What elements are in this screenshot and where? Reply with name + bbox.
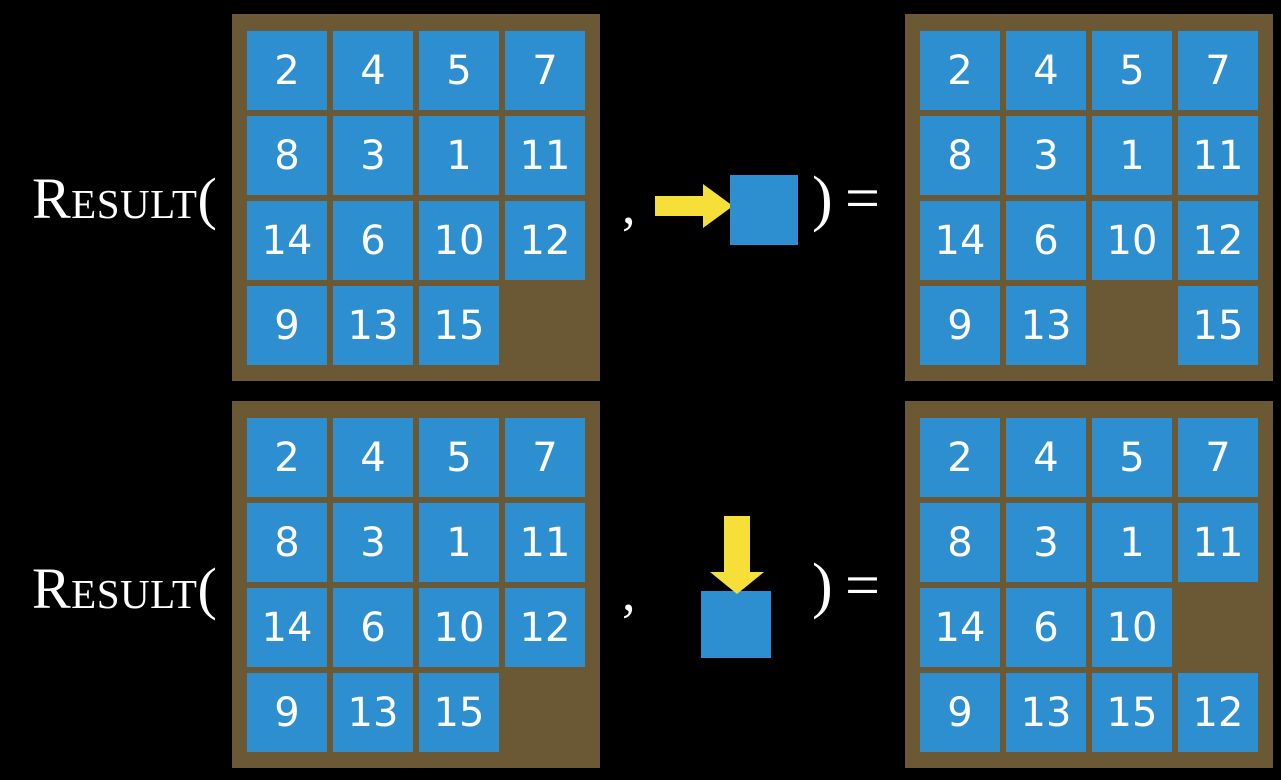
blank-tile[interactable] bbox=[505, 673, 585, 752]
tile[interactable]: 12 bbox=[505, 588, 585, 667]
tile[interactable]: 5 bbox=[419, 31, 499, 110]
tile[interactable]: 8 bbox=[920, 116, 1000, 195]
equals-row1: = bbox=[845, 165, 880, 233]
tile[interactable]: 3 bbox=[333, 503, 413, 582]
input-board-row1-grid: 2 4 5 7 8 3 1 11 14 6 10 12 9 13 15 bbox=[247, 31, 585, 365]
tile[interactable]: 1 bbox=[419, 116, 499, 195]
tile[interactable]: 11 bbox=[505, 116, 585, 195]
comma-row2: , bbox=[622, 562, 636, 622]
tile[interactable]: 9 bbox=[920, 286, 1000, 365]
result-label-row2-text: Result( bbox=[32, 556, 218, 621]
output-board-row2: 2 4 5 7 8 3 1 11 14 6 10 9 13 15 12 bbox=[905, 401, 1273, 768]
tile[interactable]: 3 bbox=[1006, 116, 1086, 195]
tile[interactable]: 4 bbox=[333, 418, 413, 497]
tile[interactable]: 4 bbox=[1006, 418, 1086, 497]
equals-row2: = bbox=[845, 552, 880, 620]
tile[interactable]: 6 bbox=[333, 201, 413, 280]
tile[interactable]: 4 bbox=[333, 31, 413, 110]
blank-tile[interactable] bbox=[505, 286, 585, 365]
tile[interactable]: 13 bbox=[1006, 286, 1086, 365]
tile[interactable]: 8 bbox=[247, 503, 327, 582]
tile[interactable]: 13 bbox=[333, 286, 413, 365]
tile[interactable]: 1 bbox=[1092, 116, 1172, 195]
tile[interactable]: 7 bbox=[1178, 418, 1258, 497]
close-paren-row1: ) bbox=[812, 165, 833, 233]
input-board-row2-grid: 2 4 5 7 8 3 1 11 14 6 10 12 9 13 15 bbox=[247, 418, 585, 752]
result-label-row1: Result( bbox=[32, 170, 217, 228]
tile[interactable]: 2 bbox=[247, 418, 327, 497]
tile[interactable]: 7 bbox=[505, 31, 585, 110]
result-label-row2: Result( bbox=[32, 560, 217, 618]
tile[interactable]: 11 bbox=[505, 503, 585, 582]
tile[interactable]: 14 bbox=[247, 588, 327, 667]
tile[interactable]: 11 bbox=[1178, 503, 1258, 582]
result-label-row1-text: Result( bbox=[32, 166, 218, 231]
tile[interactable]: 10 bbox=[419, 201, 499, 280]
tile[interactable]: 5 bbox=[419, 418, 499, 497]
tile[interactable]: 3 bbox=[333, 116, 413, 195]
tile[interactable]: 2 bbox=[920, 31, 1000, 110]
close-paren-row2: ) bbox=[812, 552, 833, 620]
tile[interactable]: 15 bbox=[1178, 286, 1258, 365]
comma-row1: , bbox=[622, 175, 636, 235]
tile[interactable]: 6 bbox=[1006, 201, 1086, 280]
tile[interactable]: 7 bbox=[1178, 31, 1258, 110]
tile[interactable]: 10 bbox=[419, 588, 499, 667]
tile[interactable]: 9 bbox=[920, 673, 1000, 752]
tile[interactable]: 8 bbox=[920, 503, 1000, 582]
arrow-right-icon bbox=[655, 182, 735, 230]
tile[interactable]: 9 bbox=[247, 673, 327, 752]
tile[interactable]: 10 bbox=[1092, 588, 1172, 667]
tile[interactable]: 3 bbox=[1006, 503, 1086, 582]
tile[interactable]: 2 bbox=[920, 418, 1000, 497]
tile[interactable]: 14 bbox=[920, 201, 1000, 280]
input-board-row1: 2 4 5 7 8 3 1 11 14 6 10 12 9 13 15 bbox=[232, 14, 600, 381]
tile[interactable]: 10 bbox=[1092, 201, 1172, 280]
tile[interactable]: 12 bbox=[1178, 673, 1258, 752]
tile[interactable]: 6 bbox=[333, 588, 413, 667]
tile[interactable]: 12 bbox=[1178, 201, 1258, 280]
tile[interactable]: 5 bbox=[1092, 31, 1172, 110]
tile[interactable]: 1 bbox=[1092, 503, 1172, 582]
arrow-down-icon bbox=[702, 516, 772, 596]
tile[interactable]: 14 bbox=[920, 588, 1000, 667]
output-board-row2-grid: 2 4 5 7 8 3 1 11 14 6 10 9 13 15 12 bbox=[920, 418, 1258, 752]
output-board-row1-grid: 2 4 5 7 8 3 1 11 14 6 10 12 9 13 15 bbox=[920, 31, 1258, 365]
tile[interactable]: 14 bbox=[247, 201, 327, 280]
tile[interactable]: 2 bbox=[247, 31, 327, 110]
tile[interactable]: 13 bbox=[1006, 673, 1086, 752]
tile[interactable]: 4 bbox=[1006, 31, 1086, 110]
input-board-row2: 2 4 5 7 8 3 1 11 14 6 10 12 9 13 15 bbox=[232, 401, 600, 768]
blank-tile[interactable] bbox=[1178, 588, 1258, 667]
tile[interactable]: 12 bbox=[505, 201, 585, 280]
output-board-row1: 2 4 5 7 8 3 1 11 14 6 10 12 9 13 15 bbox=[905, 14, 1273, 381]
tile[interactable]: 5 bbox=[1092, 418, 1172, 497]
tile[interactable]: 6 bbox=[1006, 588, 1086, 667]
tile[interactable]: 8 bbox=[247, 116, 327, 195]
tile[interactable]: 7 bbox=[505, 418, 585, 497]
tile[interactable]: 1 bbox=[419, 503, 499, 582]
blank-tile[interactable] bbox=[1092, 286, 1172, 365]
move-operand-square-row1 bbox=[730, 175, 798, 245]
tile[interactable]: 13 bbox=[333, 673, 413, 752]
move-operand-square-row2 bbox=[701, 591, 771, 658]
tile[interactable]: 11 bbox=[1178, 116, 1258, 195]
tile[interactable]: 15 bbox=[1092, 673, 1172, 752]
tile[interactable]: 15 bbox=[419, 286, 499, 365]
tile[interactable]: 15 bbox=[419, 673, 499, 752]
tile[interactable]: 9 bbox=[247, 286, 327, 365]
